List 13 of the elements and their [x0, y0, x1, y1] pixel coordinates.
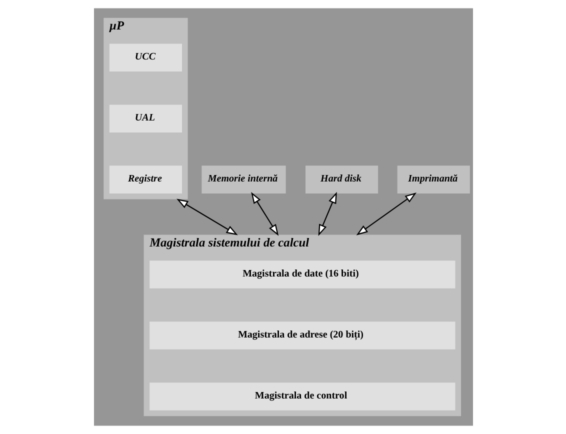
node-box: Registre — [108, 166, 182, 194]
node-box: Imprimantă — [396, 166, 470, 194]
arrow — [318, 192, 336, 236]
arrow — [176, 198, 238, 236]
node-box: Magistrala de date (16 biti) — [149, 260, 455, 288]
arrow — [356, 192, 416, 236]
node-box: UAL — [108, 104, 182, 132]
arrow — [250, 192, 278, 236]
node-box: Memorie internă — [201, 166, 286, 194]
node-box: Magistrala de adrese (20 biți) — [149, 322, 455, 350]
node-box: Magistrala de control — [149, 382, 455, 410]
node-box: UCC — [108, 44, 182, 72]
node-box: Hard disk — [305, 166, 378, 194]
